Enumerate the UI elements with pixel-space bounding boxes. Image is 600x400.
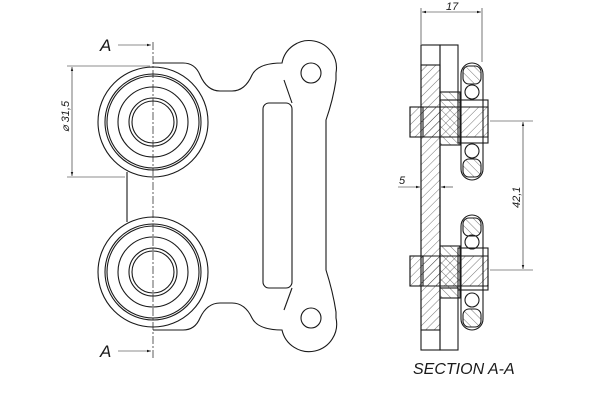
diameter-dimension: ⌀ 31,5 xyxy=(60,100,72,132)
center-distance-dimension: 42,1 xyxy=(511,187,523,208)
hub-bottom xyxy=(409,245,489,299)
mount-hole-bottom xyxy=(300,307,322,329)
plate-thickness-dimension: 5 xyxy=(399,175,406,187)
mount-hole-top xyxy=(300,62,322,84)
hub-top xyxy=(409,91,489,146)
section-view: 17 5 42,1 SECTION A-A xyxy=(398,1,533,378)
section-marker-top: A xyxy=(99,36,111,55)
bracket-slot xyxy=(262,102,293,289)
bearing-bottom xyxy=(460,214,484,331)
section-marker-bottom: A xyxy=(99,342,111,361)
width-dimension: 17 xyxy=(446,1,459,13)
section-title: SECTION A-A xyxy=(413,361,515,378)
front-view: A A ⌀ 31,5 xyxy=(60,36,338,361)
bracket-outline xyxy=(153,40,338,353)
bearing-top xyxy=(460,62,484,181)
